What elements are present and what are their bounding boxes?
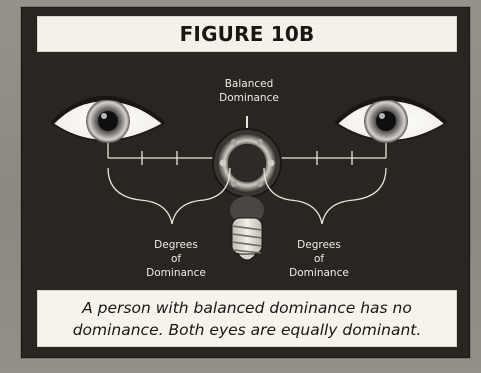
caption-line-1: A person with balanced dominance has no [82,297,412,319]
balance-dial-icon [213,129,281,197]
center-label-line-1: Balanced [225,78,274,90]
left-label-line-3: Dominance [146,267,206,279]
lightbulb-icon [230,196,264,260]
figure-caption: A person with balanced dominance has no … [37,290,457,347]
left-brace [108,168,230,224]
figure-title-bar: FIGURE 10B [37,16,457,52]
center-label-line-2: Dominance [219,92,279,104]
left-label-line-1: Degrees [154,239,198,251]
figure-title: FIGURE 10B [180,22,315,46]
right-label-line-1: Degrees [297,239,341,251]
right-eye-icon [336,98,446,143]
left-eye-icon [52,98,164,143]
caption-line-2: dominance. Both eyes are equally dominan… [73,319,422,341]
right-label-line-2: of [314,253,324,265]
left-label-line-2: of [171,253,181,265]
right-label-line-3: Dominance [289,267,349,279]
figure-panel: Balanced Dominance Degrees of Dominance … [21,7,470,358]
right-brace [264,168,386,224]
